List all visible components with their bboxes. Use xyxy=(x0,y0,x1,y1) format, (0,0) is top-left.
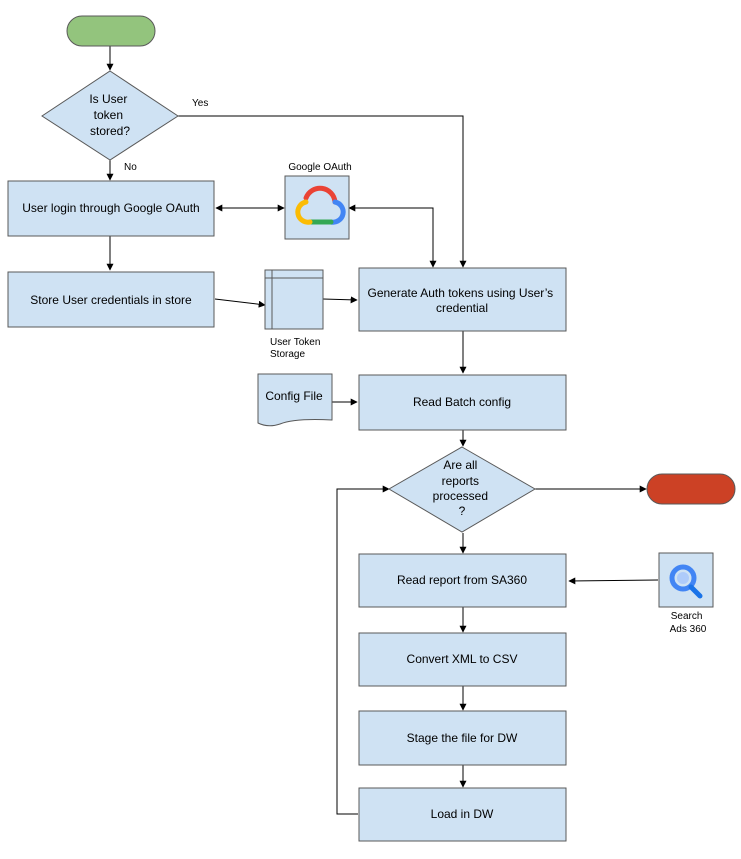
process-read-batch-config xyxy=(358,374,567,431)
search-ads-360-icon xyxy=(658,552,714,608)
process-load-dw xyxy=(358,787,567,842)
process-read-batch-config-label: Read Batch config xyxy=(413,395,511,409)
google-cloud-icon xyxy=(284,175,350,240)
decision-user-token-stored xyxy=(41,70,179,161)
user-token-storage-label: User Token Storage xyxy=(270,337,323,360)
config-file-label: Config File xyxy=(265,389,323,403)
search-ads-360-label: Search Ads 360 xyxy=(670,611,707,635)
process-read-report xyxy=(358,553,567,608)
arrow-oauth-generate xyxy=(348,204,437,268)
process-convert-xml-csv-label: Convert XML to CSV xyxy=(407,652,518,666)
process-generate-auth-tokens-label: Generate Auth tokens using User’s creden… xyxy=(367,286,556,315)
process-read-report-label: Read report from SA360 xyxy=(397,573,527,587)
process-convert-xml-csv xyxy=(358,632,567,687)
decision-user-token-label: Is User token stored? xyxy=(89,92,130,138)
process-load-dw-label: Load in DW xyxy=(431,807,494,821)
edge-label-no: No xyxy=(124,162,137,173)
arrow-yes-to-generate xyxy=(178,115,467,268)
decision-reports-processed-label: Are all reports processed ? xyxy=(433,458,492,518)
process-store-credentials xyxy=(7,271,215,328)
process-store-credentials-label: Store User credentials in store xyxy=(30,293,192,307)
internal-storage-shape xyxy=(264,269,324,330)
end-terminator xyxy=(646,473,736,505)
process-user-login-label: User login through Google OAuth xyxy=(22,201,199,215)
arrow-sa360-to-read-report xyxy=(568,577,659,585)
arrow-storage-to-generate xyxy=(322,296,358,304)
arrow-store-to-storage xyxy=(214,298,266,308)
connectors xyxy=(106,46,659,815)
process-user-login xyxy=(7,180,215,237)
google-oauth-label: Google OAuth xyxy=(288,162,351,173)
process-generate-auth-tokens xyxy=(358,267,567,332)
edge-label-yes: Yes xyxy=(192,98,208,109)
process-stage-file-label: Stage the file for DW xyxy=(407,731,518,745)
start-terminator xyxy=(66,15,156,47)
decision-reports-processed xyxy=(388,446,536,533)
config-file-document xyxy=(257,373,333,427)
arrow-load-loopback xyxy=(336,485,390,815)
process-stage-file xyxy=(358,710,567,766)
